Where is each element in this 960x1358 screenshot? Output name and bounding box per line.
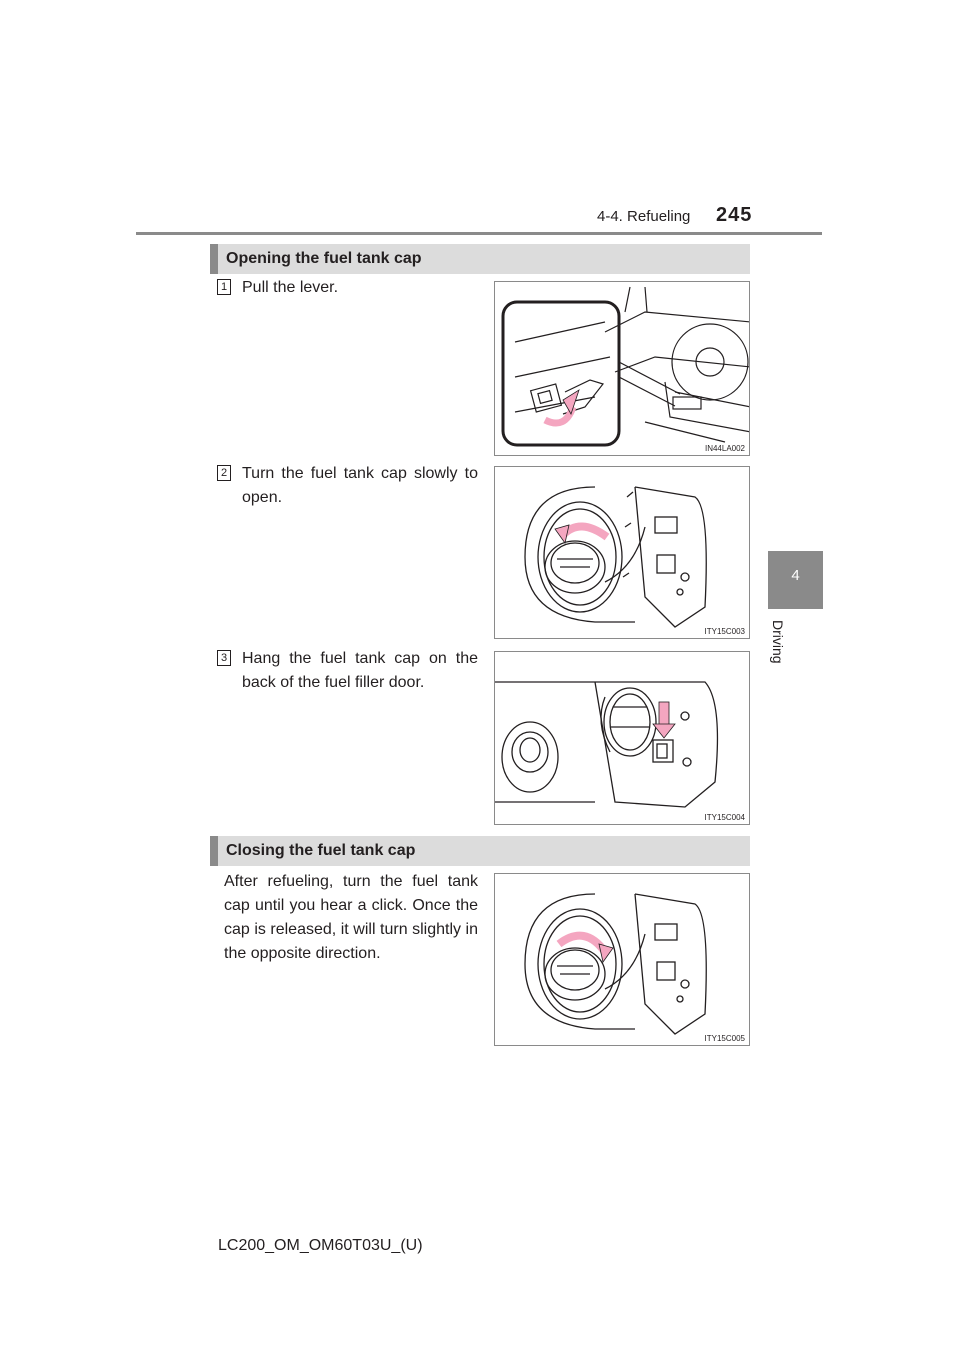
step-2-text: Turn the fuel tank cap slowly to open.: [242, 465, 478, 506]
section-heading-text: Opening the fuel tank cap: [226, 250, 422, 267]
header-divider: [136, 232, 822, 235]
figure-turn-cap: ITY15C003: [494, 466, 750, 639]
step-number-3: 3: [217, 650, 231, 666]
pull-lever-illustration: [501, 286, 749, 447]
figure-pull-lever: IN44LA002: [494, 281, 750, 456]
manual-code: LC200_OM_OM60T03U_(U): [218, 1237, 423, 1254]
figure-hang-cap: ITY15C004: [494, 651, 750, 825]
hang-cap-illustration: [495, 681, 719, 808]
chapter-tab-number: 4: [791, 567, 800, 584]
page-number: 245: [716, 204, 753, 226]
turn-cap-illustration: [524, 486, 707, 628]
header-section-title: 4-4. Refueling: [597, 208, 691, 225]
closing-paragraph: After refueling, turn the fuel tank cap …: [224, 873, 478, 962]
figure-close-cap: ITY15C005: [494, 873, 750, 1046]
chapter-tab-label: Driving: [770, 620, 786, 664]
step-number-1: 1: [217, 279, 231, 295]
figure-code: ITY15C005: [704, 1034, 745, 1043]
section-heading-text: Closing the fuel tank cap: [226, 842, 416, 859]
step-3-text: Hang the fuel tank cap on the back of th…: [242, 650, 478, 691]
section-heading-opening: Opening the fuel tank cap: [210, 244, 750, 274]
chapter-tab: [768, 551, 823, 609]
close-cap-illustration: [524, 893, 707, 1035]
step-number-2: 2: [217, 465, 231, 481]
figure-code: ITY15C003: [704, 627, 745, 636]
section-heading-closing: Closing the fuel tank cap: [210, 836, 750, 866]
figure-code: IN44LA002: [704, 444, 745, 453]
step-1-text: Pull the lever.: [242, 279, 339, 296]
figure-code: ITY15C004: [704, 813, 745, 822]
